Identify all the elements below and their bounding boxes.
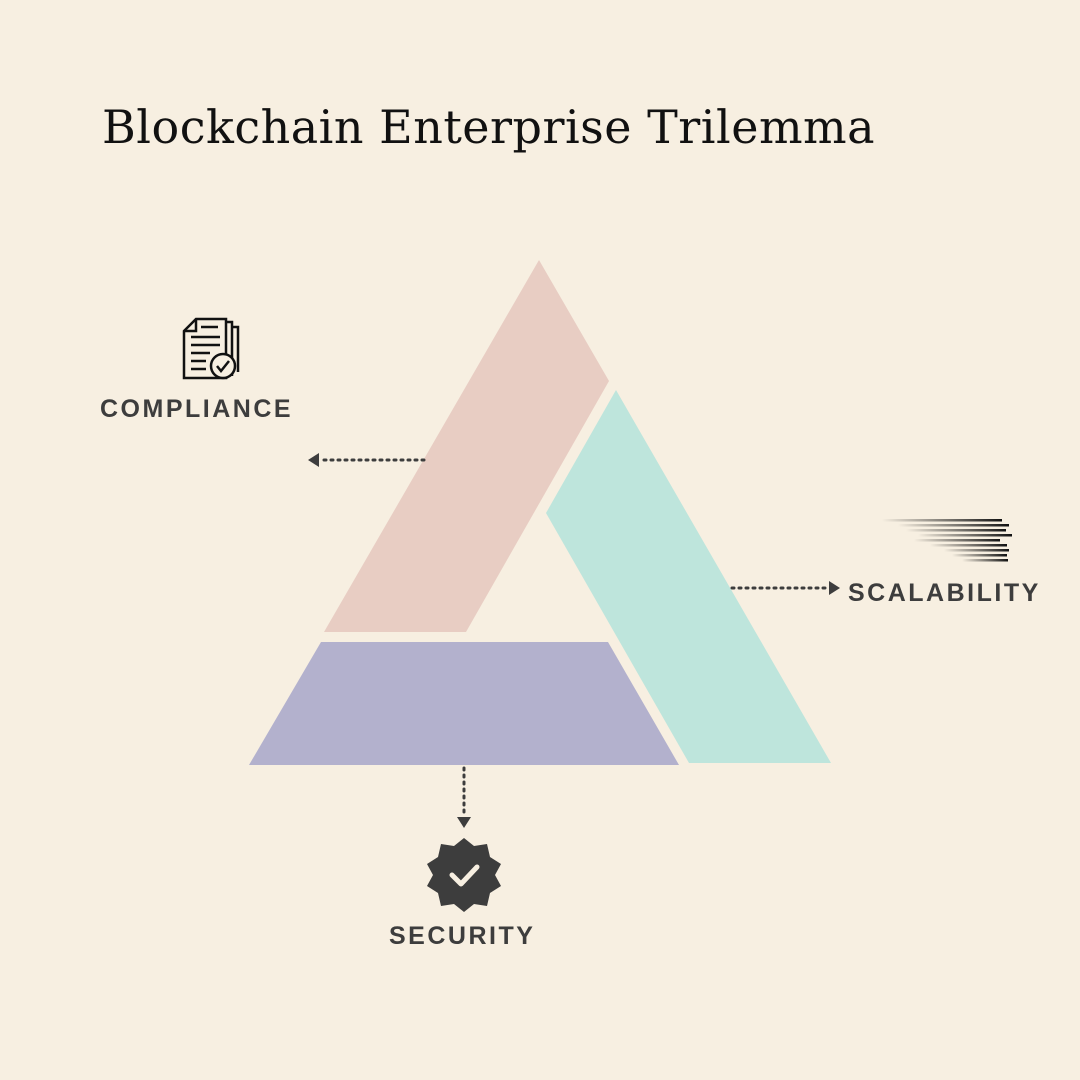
compliance-label: COMPLIANCE [100,395,294,423]
scalability-segment [546,390,831,763]
compliance-arrow [308,453,426,467]
scalability-label: SCALABILITY [848,579,1041,607]
security-segment [249,642,679,765]
document-check-icon [182,317,240,380]
security-arrow [457,766,471,828]
compliance-segment [324,260,609,632]
page-title: Blockchain Enterprise Trilemma [102,100,876,154]
speed-lines-icon [882,519,1012,562]
badge-check-icon [427,838,501,912]
scalability-arrow [730,581,840,595]
security-label: SECURITY [389,922,536,950]
